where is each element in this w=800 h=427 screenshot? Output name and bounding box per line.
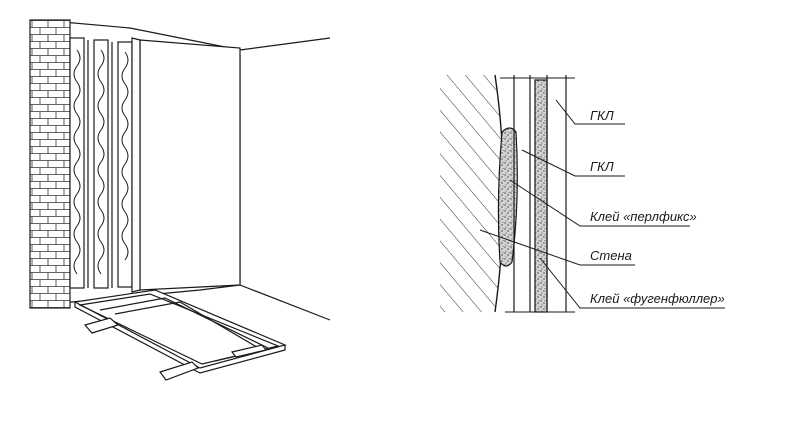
label-adhesive-fugenfuller: Клей «фугенфюллер» [590, 291, 725, 306]
adhesive-strips [69, 37, 136, 289]
fugenfuller-adhesive [534, 79, 548, 313]
installed-drywall-sheet [139, 39, 241, 291]
room-right-wall [239, 55, 331, 321]
drywall-sheet-on-floor [73, 289, 287, 381]
wall-section [440, 75, 504, 312]
cross-section: ГКЛ ГКЛ Клей «перлфикс» Стена Клей «фуге… [440, 74, 725, 313]
leader-lines [479, 99, 725, 309]
brick-wall [29, 19, 71, 309]
room-back-edge [39, 19, 331, 51]
room-illustration [29, 19, 331, 381]
label-gkl-outer: ГКЛ [590, 108, 614, 123]
label-adhesive-perlfix: Клей «перлфикс» [590, 209, 697, 224]
label-wall: Стена [590, 248, 632, 263]
label-gkl-inner: ГКЛ [590, 159, 614, 174]
